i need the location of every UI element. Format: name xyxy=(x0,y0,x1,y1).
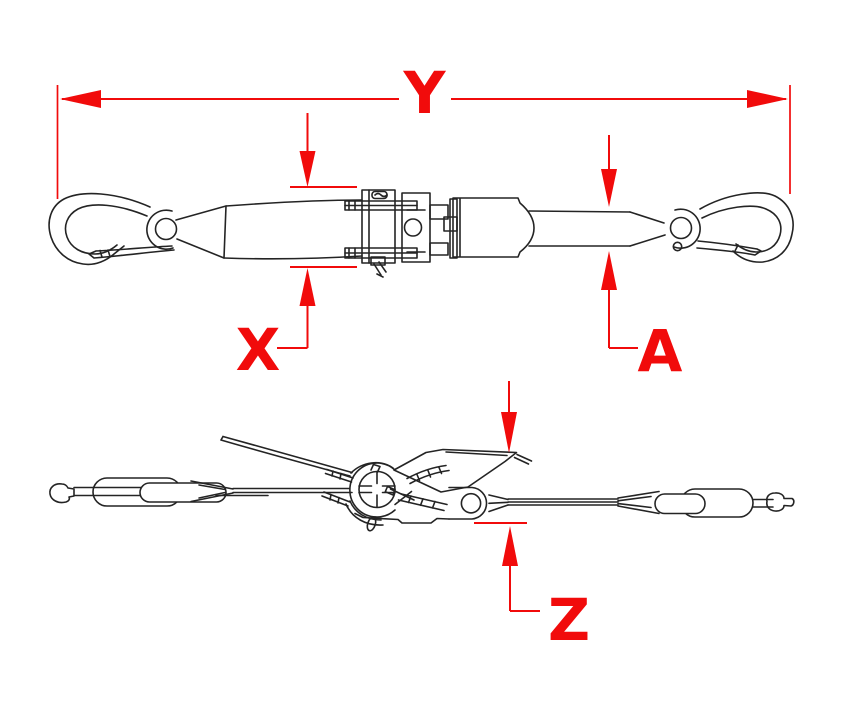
ratchet-handle-side xyxy=(354,448,533,524)
hook-eye xyxy=(669,216,693,240)
dimension-x: X xyxy=(236,113,357,384)
dimension-z: Z xyxy=(474,381,590,654)
buckle-tab-bottom xyxy=(429,242,449,256)
side-right-hook-links xyxy=(617,488,795,518)
strap-taper-right xyxy=(629,211,666,247)
top-left-snap-hook xyxy=(48,192,227,266)
arrowhead-right xyxy=(747,90,788,108)
strap-edge-left xyxy=(215,487,353,497)
strap-fold-taper xyxy=(617,490,660,515)
arrowhead-down xyxy=(299,151,316,187)
pawl-arc xyxy=(345,500,384,526)
ratchet-drum-side xyxy=(321,461,396,532)
strap-fitting-plan xyxy=(452,197,666,258)
strap-fan-lines xyxy=(488,494,509,513)
strap-taper-left xyxy=(175,205,227,259)
dimension-label-y: Y xyxy=(403,59,447,127)
axle-top-tab xyxy=(370,463,381,473)
side-left-hook-links xyxy=(49,477,234,507)
hook-inner-contour xyxy=(64,204,148,255)
hook-outer-contour xyxy=(48,192,151,266)
hook-tip-cap xyxy=(766,492,795,512)
arrowhead-left xyxy=(60,90,101,108)
inner-link xyxy=(654,493,706,515)
buckle-top-screw-wire xyxy=(374,192,388,198)
arrowhead-down xyxy=(601,169,617,207)
handle-upper-grip-hatch xyxy=(406,464,450,485)
top-plan-view xyxy=(48,189,794,278)
buckle-bottom-axle-line xyxy=(344,247,418,259)
side-view xyxy=(49,435,795,532)
buckle-bottom-pin xyxy=(373,261,387,278)
webbing-bottom-edge xyxy=(223,255,363,260)
handle-tip-pin xyxy=(513,453,533,465)
fitting-outline xyxy=(452,197,535,258)
buckle-left-plate xyxy=(361,189,396,264)
hook-eye-collar xyxy=(673,208,701,249)
hook-eye-collar xyxy=(146,209,174,250)
buckle-center-details xyxy=(406,209,426,253)
hook-eye xyxy=(154,217,178,241)
arrowhead-down xyxy=(501,412,517,453)
buckle-mid-tab xyxy=(443,216,458,232)
hook-shank xyxy=(73,486,147,497)
dimension-label-z: Z xyxy=(548,586,590,654)
strap-fold-taper xyxy=(190,480,234,503)
dimension-y: Y xyxy=(56,59,791,199)
arrowhead-up xyxy=(502,526,518,566)
handle-bottom-edge xyxy=(354,512,450,524)
handle-top-plate xyxy=(393,448,518,493)
strap-edge-right xyxy=(507,498,619,506)
arrow-stem-bottom xyxy=(509,566,540,612)
dimension-label-x: X xyxy=(236,316,281,384)
arrow-stem-bottom xyxy=(608,290,638,349)
webbing-strap-plan xyxy=(223,199,363,260)
handle-lower-grip-hatch xyxy=(397,493,448,512)
buckle-axle-hole xyxy=(403,218,423,237)
drum-housing xyxy=(349,461,396,518)
dimension-label-a: A xyxy=(638,317,683,385)
loose-strap-tail xyxy=(220,435,353,477)
arrow-stem-bottom xyxy=(277,306,309,349)
right-webbing-edges xyxy=(528,210,631,247)
hook-rivet-hole xyxy=(672,241,683,252)
hook-gate-bar xyxy=(696,240,762,256)
arrowhead-up xyxy=(601,251,617,290)
buckle-top-axle-line xyxy=(344,200,418,211)
arrowhead-up xyxy=(299,268,316,306)
hook-shank xyxy=(752,498,774,508)
dimension-a: A xyxy=(601,135,683,385)
top-right-snap-hook xyxy=(669,192,794,263)
pawl-cross-pins xyxy=(384,485,415,506)
hook-tip-cap xyxy=(49,483,75,504)
handle-pivot-hole xyxy=(460,492,482,514)
hook-outer-contour xyxy=(699,192,794,263)
buckle-tab-top xyxy=(429,204,449,220)
hook-inner-contour xyxy=(701,205,782,253)
ratchet-buckle-plan xyxy=(344,189,458,278)
buckle-bottom-screw xyxy=(370,256,386,266)
hook-gate-bar xyxy=(88,245,175,259)
drum-spring-wires xyxy=(321,468,354,507)
webbing-top-edge xyxy=(225,199,363,207)
handle-link-bar xyxy=(448,486,488,520)
buckle-center-block xyxy=(401,192,431,263)
